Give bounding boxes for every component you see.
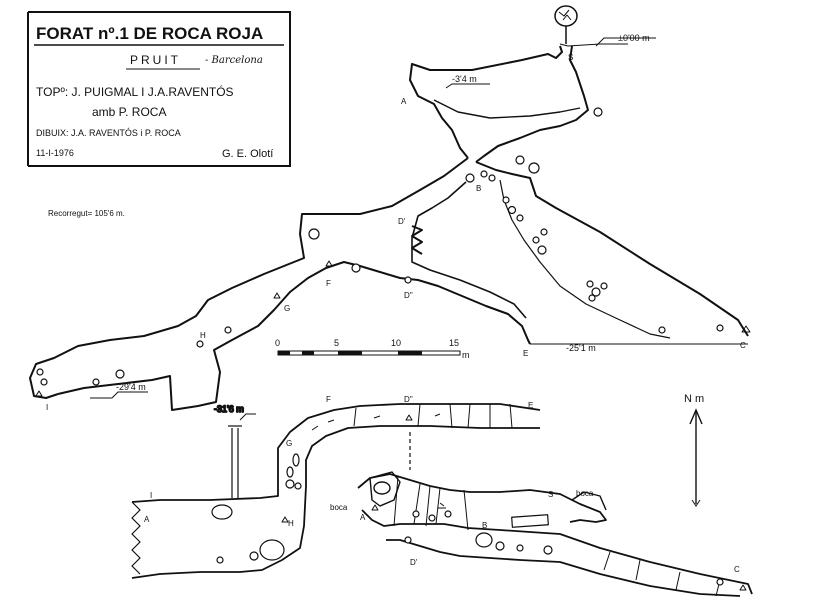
profile-station-d2: D'' [404,291,413,300]
scale-tick-15: 15 [449,338,459,348]
profile-station-e: E [523,349,528,358]
profile-stations: S A B C D' D'' E F G H I [46,53,746,412]
plan-station-i: I [150,491,152,500]
plan-boca-label-left: boca [330,503,348,512]
elevation-minus-25-1-label: -25'1 m [566,343,596,353]
scale-unit: m [462,350,470,360]
title-text: FORAT nº.1 DE ROCA ROJA [36,24,263,43]
place-sub-text: - Barcelona [205,55,263,66]
elevation-minus-3-4-label: -3'4 m [452,74,477,84]
elevation-minus-31-6-label: -31'6 m [214,404,244,414]
plan-station-h: H [288,519,294,528]
place-text: PRUIT [130,53,181,67]
profile-station-b: B [476,184,481,193]
profile-station-d: D' [398,217,406,226]
profile-station-h: H [200,331,206,340]
plan-stations: I A H G F D'' E A B D' S C boca boca [144,395,740,574]
title-block-frame [28,11,291,167]
north-label: N m [684,393,704,405]
plan-station-g: G [286,439,292,448]
north-arrow: N m [684,393,704,507]
elevation-labels: ±0'00 m -3'4 m -25'1 m -29'4 m [90,33,656,399]
profile-station-g: G [284,304,290,313]
plan-station-e: E [528,401,533,410]
tree-icon [554,5,578,44]
plan-boca-label-right: boca [576,489,594,498]
plan-station-b: B [482,521,487,530]
profile-station-s: S [568,53,573,62]
topo2-text: amb P. ROCA [92,105,166,119]
plan-station-a: A [144,515,150,524]
date-text: 11-I-1976 [36,148,74,158]
elevation-zero-label: ±0'00 m [618,33,650,43]
plan-station-a2: A [360,513,366,522]
profile-station-c: C [740,341,746,350]
plan-station-d2: D'' [404,395,413,404]
scale-tick-5: 5 [334,338,339,348]
plan-section: -31'6 m [131,403,753,597]
dibuix-text: DIBUIX: J.A. RAVENTÓS i P. ROCA [36,128,181,138]
title-block: FORAT nº.1 DE ROCA ROJA PRUIT - Barcelon… [27,11,291,167]
recorregut-text: Recorregut= 105'6 m. [48,209,125,218]
plan-station-f: F [326,395,331,404]
plan-station-c: C [734,565,740,574]
scale-bar: 0 5 10 15 m [275,338,470,360]
topo-text: TOPº: J. PUIGMAL I J.A.RAVENTÓS [36,84,234,99]
profile-station-a: A [401,97,407,106]
scale-tick-0: 0 [275,338,280,348]
elevation-minus-29-4-label: -29'4 m [116,382,146,392]
plan-station-d: D' [410,558,418,567]
profile-section [29,5,751,411]
club-text: G. E. Olotí [222,148,273,160]
plan-station-s: S [548,490,553,499]
profile-station-f: F [326,279,331,288]
scale-tick-10: 10 [391,338,401,348]
profile-station-i: I [46,403,48,412]
